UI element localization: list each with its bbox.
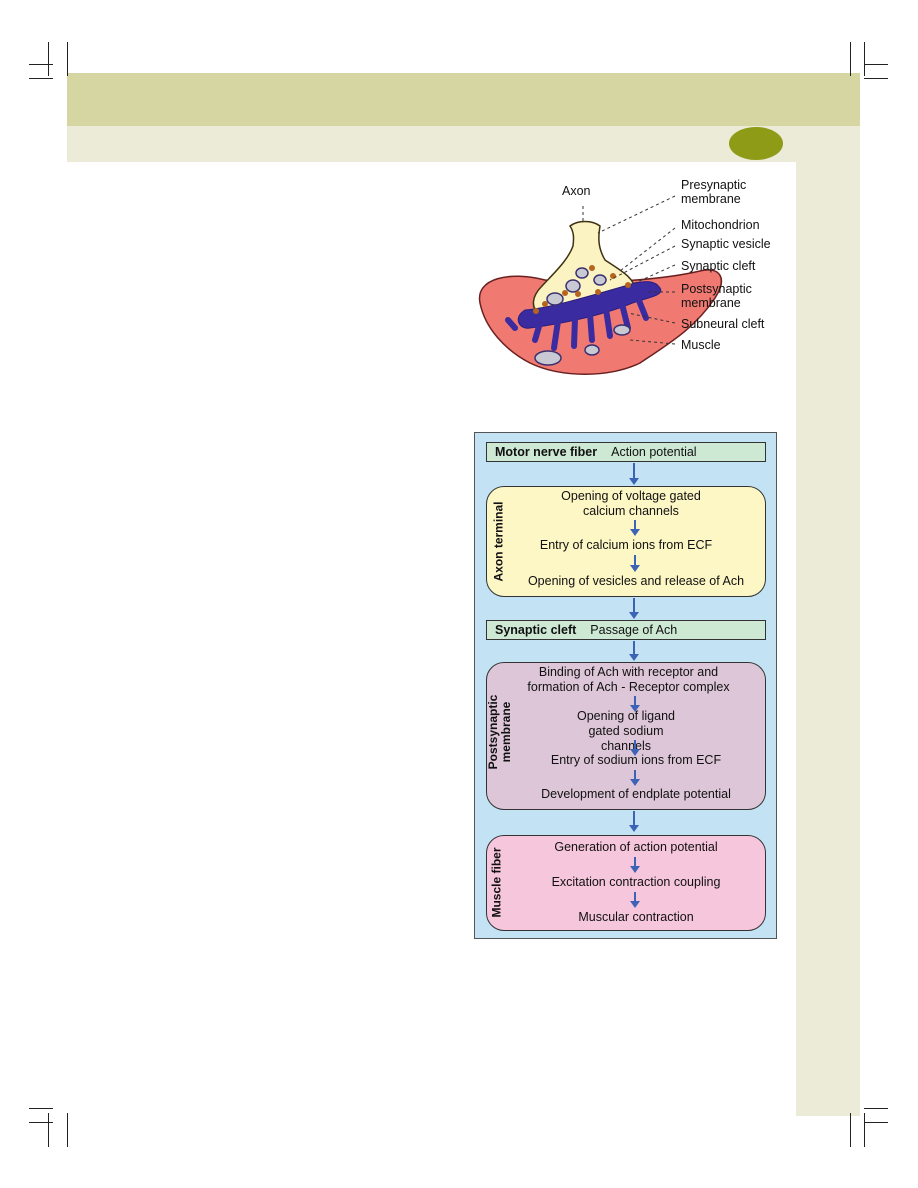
flow-arrow — [630, 892, 640, 908]
muscle-label: Muscle — [681, 338, 721, 352]
flow-arrow — [630, 555, 640, 572]
flow-arrow — [630, 740, 640, 756]
axon-step-3: Opening of vesicles and release of Ach — [527, 574, 745, 588]
motor-nerve-fiber-label: Motor nerve fiber — [495, 445, 598, 459]
neuromuscular-transmission-flowchart: Motor nerve fiber Action potential Axon … — [474, 432, 777, 939]
mitochondrion-label: Mitochondrion — [681, 218, 760, 232]
muscle-step-3: Muscular contraction — [578, 910, 694, 924]
flow-arrow — [629, 598, 639, 619]
header-band — [67, 73, 860, 126]
axon-label: Axon — [562, 184, 591, 198]
postsynaptic-step-2: Opening of ligand gated sodium channels — [577, 709, 675, 753]
postsynaptic-step-3: Entry of sodium ions from ECF — [550, 753, 722, 767]
synaptic-vesicle-label: Synaptic vesicle — [681, 237, 771, 251]
synaptic-cleft-label: Synaptic cleft — [681, 259, 756, 273]
flow-arrow — [629, 641, 639, 661]
neuromuscular-junction-figure: Axon Presynaptic membrane Mitochondrion … — [470, 168, 780, 383]
subneural-cleft-label: Subneural cleft — [681, 317, 765, 331]
presynaptic-membrane-label: Presynaptic membrane — [681, 178, 747, 206]
motor-nerve-fiber-bar: Motor nerve fiber Action potential — [486, 442, 766, 462]
flow-arrow — [630, 770, 640, 786]
side-margin-band — [796, 162, 860, 1116]
muscle-step-1: Generation of action potential — [554, 840, 718, 854]
page-number-badge — [729, 127, 783, 160]
axon-step-2: Entry of calcium ions from ECF — [539, 538, 713, 552]
postsynaptic-step-4: Development of endplate potential — [541, 787, 731, 801]
junction-illustration — [478, 195, 722, 375]
flow-arrow — [629, 811, 639, 832]
flow-arrow — [630, 857, 640, 873]
muscle-step-2: Excitation contraction coupling — [551, 875, 721, 889]
synaptic-cleft-bar: Synaptic cleft Passage of Ach — [486, 620, 766, 640]
synaptic-cleft-text: Passage of Ach — [590, 623, 678, 637]
postsynaptic-membrane-label: Postsynaptic membrane — [681, 282, 752, 310]
postsynaptic-step-1: Binding of Ach with receptor and formati… — [527, 665, 730, 694]
subheader-band — [67, 126, 860, 162]
muscle-fiber-group: Muscle fiber Generation of action potent… — [486, 835, 766, 931]
flow-arrow — [630, 520, 640, 536]
flow-arrow — [629, 463, 639, 485]
flow-arrow — [630, 696, 640, 712]
motor-nerve-fiber-text: Action potential — [611, 445, 697, 459]
axon-terminal-group: Axon terminal Opening of voltage gated c… — [486, 486, 766, 597]
synaptic-cleft-flow-label: Synaptic cleft — [495, 623, 577, 637]
axon-step-1: Opening of voltage gated calcium channel… — [561, 489, 701, 518]
postsynaptic-membrane-group: Postsynaptic membrane Binding of Ach wit… — [486, 662, 766, 810]
